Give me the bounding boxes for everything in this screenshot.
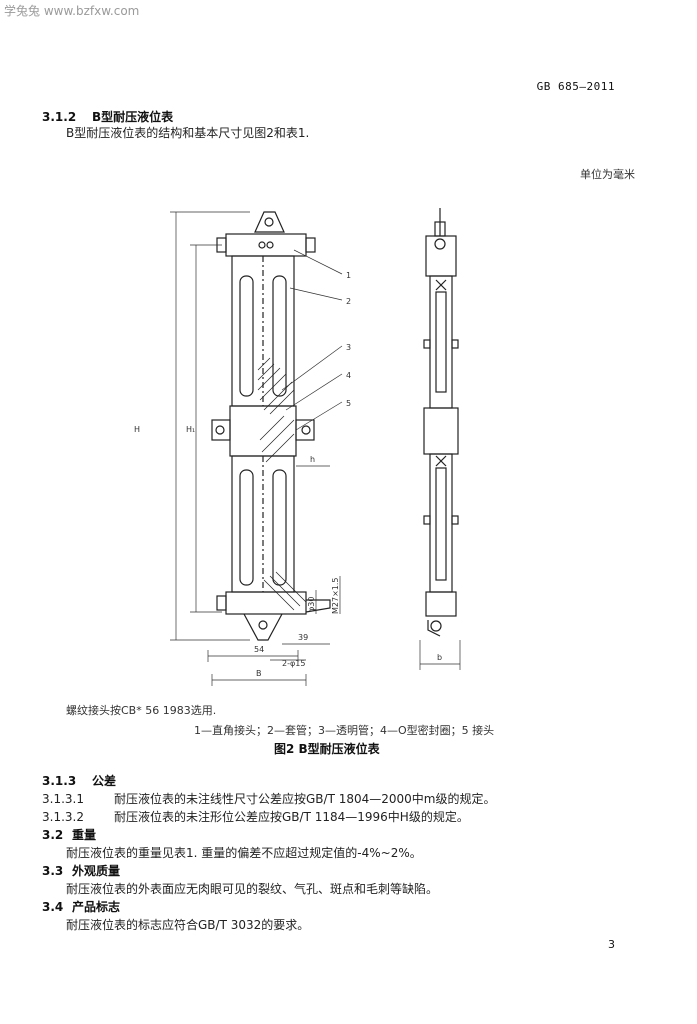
section-3-4-text: 耐压液位表的标志应符合GB/T 3032的要求。 (66, 918, 310, 932)
section-3-4-heading: 3.4 产品标志 (42, 898, 120, 915)
section-title: 重量 (72, 828, 97, 842)
dim-small-h: h (310, 455, 315, 464)
callout-2: 2 (346, 297, 351, 306)
figure-title: 图2 B型耐压液位表 (274, 742, 380, 756)
dim-m27: M27×1.5 (331, 577, 340, 614)
section-3-3-heading: 3.3 外观质量 (42, 862, 120, 879)
section-title: 产品标志 (72, 900, 121, 914)
section-number: 3.3 (42, 864, 64, 878)
side-view (423, 208, 459, 637)
bottom-cone (243, 613, 283, 641)
section-3-1-3-1: 3.1.3.1 耐压液位表的未注线性尺寸公差应按GB/T 1804—2000中m级… (42, 790, 496, 807)
callout-3: 3 (346, 343, 351, 352)
section-title: B型耐压液位表 (92, 110, 174, 124)
section-number: 3.1.3.2 (42, 810, 84, 824)
dim-39: 39 (298, 633, 308, 642)
section-title: 外观质量 (72, 864, 121, 878)
dim-54: 54 (254, 645, 264, 654)
bottom-joint (225, 591, 307, 615)
top-elbow-joint (225, 233, 307, 257)
section-3-1-2-text: B型耐压液位表的结构和基本尺寸见图2和表1. (66, 126, 310, 140)
dim-h: H (134, 425, 140, 434)
top-lug (254, 211, 285, 233)
page-number: 3 (608, 938, 615, 951)
callout-4: 4 (346, 371, 351, 380)
watermark: 学兔兔 www.bzfxw.com (4, 4, 140, 18)
section-3-2-text: 耐压液位表的重量见表1. 重量的偏差不应超过规定值的-4%~2%。 (66, 846, 422, 860)
callout-5: 5 (346, 399, 351, 408)
section-number: 3.1.3 (42, 774, 77, 788)
section-text: 耐压液位表的未注形位公差应按GB/T 1184—1996中H级的规定。 (114, 810, 469, 824)
figure-legend: 1—直角接头；2—套管；3—透明管；4—O型密封圈；5 接头 (194, 724, 495, 737)
section-3-1-3-2: 3.1.3.2 耐压液位表的未注形位公差应按GB/T 1184—1996中H级的规… (42, 808, 469, 825)
section-3-2-heading: 3.2 重量 (42, 826, 96, 843)
standard-number: GB 685—2011 (536, 80, 615, 93)
dim-phi30: φ30 (307, 597, 316, 612)
section-number: 3.4 (42, 900, 64, 914)
section-3-3-text: 耐压液位表的外表面应无肉眼可见的裂纹、气孔、斑点和毛刺等缺陷。 (66, 882, 439, 896)
dim-h1: H₁ (186, 425, 195, 434)
unit-note: 单位为毫米 (580, 168, 635, 181)
callout-1: 1 (346, 271, 351, 280)
section-title: 公差 (92, 774, 117, 788)
section-number: 3.1.3.1 (42, 792, 84, 806)
dim-b: B (256, 669, 262, 678)
middle-joint (229, 405, 297, 457)
section-number: 3.2 (42, 828, 64, 842)
section-3-1-3-heading: 3.1.3 公差 (42, 772, 116, 789)
dim-small-b: b (437, 653, 442, 662)
section-text: 耐压液位表的未注线性尺寸公差应按GB/T 1804—2000中m级的规定。 (114, 792, 496, 806)
section-number: 3.1.2 (42, 110, 77, 124)
figure-note: 螺纹接头按CB* 56 1983选用. (66, 704, 217, 717)
dim-holes: 2-φ15 (282, 659, 305, 668)
section-3-1-2-heading: 3.1.2 B型耐压液位表 (42, 108, 173, 125)
